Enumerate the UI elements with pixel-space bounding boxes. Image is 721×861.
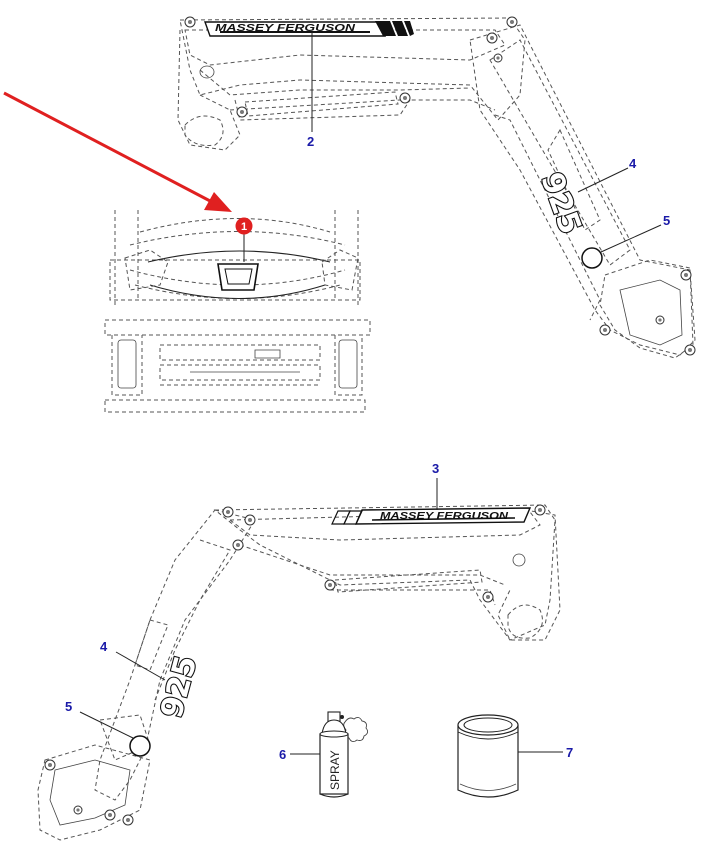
- tractor-front-view: 1: [104, 210, 371, 413]
- top-model-number-decal: 925: [532, 167, 589, 240]
- bottom-decal-text: MASSEY FERGUSON: [380, 511, 509, 522]
- bottom-decal-massey-ferguson: MASSEY FERGUSON: [331, 507, 532, 525]
- bottom-model-number-text: 925: [154, 652, 204, 722]
- callout-spray: 6: [279, 747, 286, 762]
- bottom-loader-arm: MASSEY FERGUSON 925: [37, 504, 561, 841]
- spray-can-label: SPRAY: [328, 750, 342, 790]
- top-decal-massey-ferguson: MASSEY FERGUSON: [204, 21, 414, 37]
- spray-can: SPRAY: [319, 711, 369, 798]
- paint-can: [457, 714, 519, 798]
- bottom-model-number-decal: 925: [153, 651, 205, 723]
- top-model-number-text: 925: [534, 168, 588, 239]
- callout-top-circle: 5: [663, 213, 670, 228]
- top-decal-text: MASSEY FERGUSON: [215, 23, 356, 34]
- callout-bottom-circle: 5: [65, 699, 72, 714]
- top-loader-arm: MASSEY FERGUSON 925: [177, 16, 696, 359]
- callout-top-decal: 2: [307, 134, 314, 149]
- top-callouts: 2 4 5: [307, 32, 670, 253]
- callout-top-model: 4: [629, 156, 637, 171]
- pointer-arrow: [3, 91, 232, 212]
- top-circle-decal: [581, 247, 603, 269]
- callout-bottom-model: 4: [100, 639, 108, 654]
- callout-paint-can: 7: [566, 745, 573, 760]
- marker-1-number: 1: [241, 221, 247, 233]
- marker-1: 1: [235, 217, 253, 235]
- bottom-circle-decal: [129, 735, 151, 757]
- bottom-callouts: 3 4 5: [65, 461, 439, 739]
- callout-bottom-decal: 3: [432, 461, 439, 476]
